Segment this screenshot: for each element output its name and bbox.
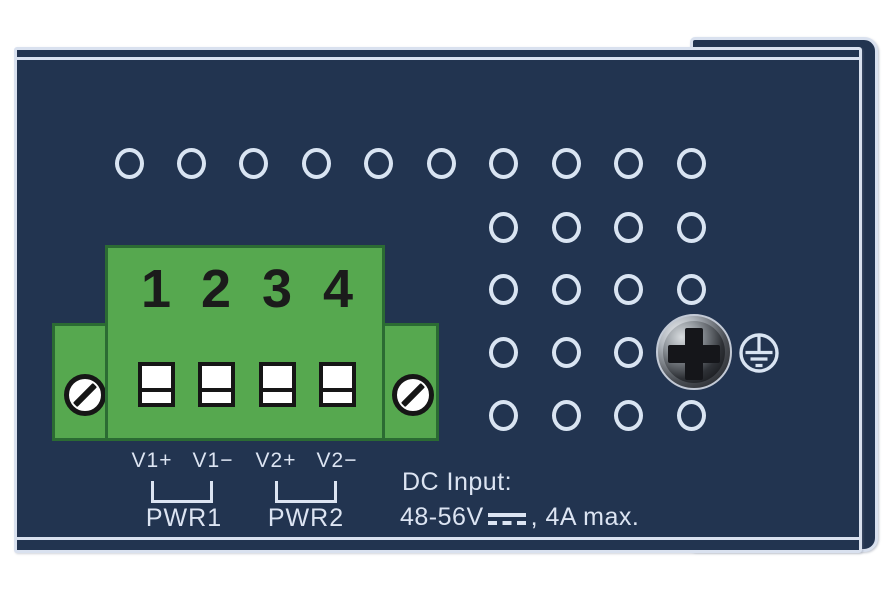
vent-hole (551, 399, 581, 431)
vent-hole (239, 147, 269, 179)
terminal-clamp-3 (259, 362, 296, 407)
dc-symbol-dashed-bar (487, 520, 526, 525)
pin-label-v1-plus: V1+ (131, 449, 173, 472)
clamp-divider (323, 388, 352, 392)
vent-hole (614, 336, 644, 368)
screw-cross-vertical (685, 328, 703, 380)
vent-hole (489, 336, 519, 368)
pwr2-group-bracket (275, 481, 337, 503)
vent-hole (426, 147, 456, 179)
vent-hole (614, 147, 644, 179)
dc-current-max: , 4A max. (530, 503, 640, 531)
screw-slot (72, 382, 98, 408)
pwr2-label: PWR2 (267, 504, 345, 532)
dc-input-title: DC Input: (402, 468, 513, 496)
vent-hole (364, 147, 394, 179)
pwr1-label: PWR1 (145, 504, 223, 532)
ground-earth-icon (739, 333, 779, 373)
flathead-screw-icon (392, 374, 434, 416)
vent-hole (551, 336, 581, 368)
clamp-divider (142, 388, 171, 392)
vent-hole (489, 274, 519, 306)
panel-top-edge-line (17, 57, 859, 60)
phillips-screw-icon (656, 314, 732, 390)
terminal-clamp-1 (138, 362, 175, 407)
vent-hole (551, 274, 581, 306)
dc-voltage-range: 48-56V (400, 503, 484, 531)
vent-hole (551, 147, 581, 179)
vent-hole (489, 399, 519, 431)
clamp-divider (202, 388, 231, 392)
vent-hole (614, 211, 644, 243)
vent-hole (676, 211, 706, 243)
terminal-number-4: 4 (322, 259, 354, 319)
vent-hole (614, 399, 644, 431)
vent-hole (614, 274, 644, 306)
terminal-number-3: 3 (261, 259, 293, 319)
terminal-flange-right (381, 323, 439, 441)
panel-bottom-edge-line (17, 537, 859, 540)
pwr1-group-bracket (151, 481, 213, 503)
terminal-clamp-4 (319, 362, 356, 407)
vent-hole (114, 147, 144, 179)
vent-hole (301, 147, 331, 179)
dc-input-spec: 48-56V , 4A max. (400, 503, 639, 532)
vent-hole (176, 147, 206, 179)
vent-hole (676, 147, 706, 179)
pin-label-v1-minus: V1− (192, 449, 234, 472)
terminal-block (105, 245, 385, 441)
terminal-number-1: 1 (140, 259, 172, 319)
vent-hole (676, 399, 706, 431)
flathead-screw-icon (64, 374, 106, 416)
clamp-divider (263, 388, 292, 392)
screw-slot (400, 382, 426, 408)
vent-hole (489, 211, 519, 243)
vent-hole (676, 274, 706, 306)
vent-hole (551, 211, 581, 243)
dc-symbol-icon (487, 512, 526, 525)
terminal-flange-left (52, 323, 109, 441)
terminal-number-2: 2 (200, 259, 232, 319)
pin-label-v2-plus: V2+ (255, 449, 297, 472)
pin-label-v2-minus: V2− (316, 449, 358, 472)
dc-symbol-solid-bar (487, 512, 526, 517)
terminal-clamp-2 (198, 362, 235, 407)
vent-hole (489, 147, 519, 179)
